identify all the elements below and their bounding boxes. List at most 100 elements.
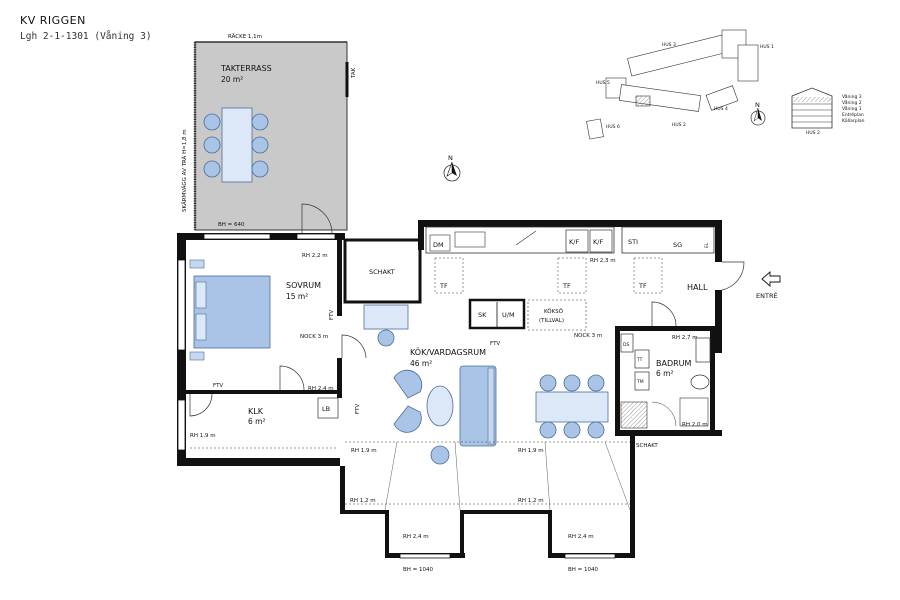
storage-box: [317, 397, 339, 419]
bedroom: SOVRUM 15 m² RH 2,2 m NOCK 3 m FTV RH 2,…: [189, 253, 367, 392]
bh-1040-left: BH = 1040: [403, 567, 434, 573]
armchair-2: [393, 405, 422, 433]
kitchen-island: SK U/M KÖKSÖ (TILLVAL) FTV NOCK 3 m: [468, 298, 602, 347]
armchair-1: [393, 369, 423, 399]
rh-1-2-left: RH 1,2 m: [350, 498, 376, 504]
tf-label-1: TF: [439, 282, 448, 290]
bedroom-nock: NOCK 3 m: [300, 334, 328, 340]
sink: [454, 231, 486, 248]
entrance-label: ENTRÉ: [756, 291, 778, 300]
terrace-area: 20 m²: [221, 75, 243, 84]
closet-side-ftv: FTV: [355, 404, 361, 414]
rh-2-4-left: RH 2,4 m: [403, 534, 429, 540]
um-label: U/M: [502, 311, 515, 319]
closet-door: [189, 393, 213, 417]
bathroom-rh: RH 2,0 m: [682, 422, 708, 428]
hus5-label: HUS 5: [596, 80, 610, 86]
dining-chairs: [539, 374, 605, 439]
bathroom: BADRUM 6 m² TT TM DS RH 2,0 m SCHAKT: [620, 333, 711, 449]
rh-2-4-right: RH 2,4 m: [568, 534, 594, 540]
dining-table: [535, 391, 609, 423]
coffee-table: [426, 385, 454, 427]
hall: STI SG EL HALL ENTRÉ RH 2,7 m: [621, 226, 781, 341]
bedroom-entry-door: [341, 334, 367, 359]
north-arrow: N: [443, 154, 461, 182]
level-2: Våning 2: [842, 99, 862, 106]
washbasin: [695, 337, 711, 363]
sofa: [459, 365, 497, 447]
site-plan: HUS 1 HUS 2 HUS 3 HUS 4 HUS 5 HUS 6: [586, 29, 774, 140]
windows: [177, 233, 616, 559]
closet: KLK 6 m² RH 1,9 m LB FTV: [189, 393, 361, 449]
bedroom-rh-top: RH 2,2 m: [302, 253, 328, 259]
level-5: Källarplan: [842, 118, 865, 124]
terrace-chairs: [203, 113, 269, 178]
bedroom-area: 15 m²: [286, 292, 308, 301]
hus4-label: HUS 4: [714, 106, 728, 112]
optional-label: (TILLVAL): [539, 318, 564, 324]
closet-rh: RH 1,9 m: [190, 433, 216, 439]
hall-name: HALL: [687, 283, 708, 292]
hus6-label: HUS 6: [606, 124, 620, 130]
el-label: EL: [704, 242, 710, 248]
tf-markers: [434, 257, 663, 294]
hus3-label: HUS 3: [662, 42, 676, 48]
bh-640-label: BH = 640: [218, 222, 245, 228]
ds-label: DS: [623, 342, 629, 348]
shaft-top-label: SCHAKT: [369, 268, 395, 276]
toilet: [690, 374, 710, 390]
laundry: [620, 333, 650, 391]
shower-area: [620, 401, 648, 429]
level-4: Entréplan: [842, 111, 864, 118]
fridge-1: [565, 229, 589, 253]
sg-label: SG: [673, 241, 682, 249]
kitchen-rh: RH 2,3 m: [590, 258, 616, 264]
tf-label-2: TF: [562, 282, 571, 290]
rh-1-2-right: RH 1,2 m: [518, 498, 544, 504]
hus2-label: HUS 2: [672, 122, 686, 128]
header: KV RIGGEN Lgh 2-1-1301 (Våning 3): [20, 14, 152, 42]
dm-label: DM: [433, 241, 444, 249]
bed: [193, 275, 271, 349]
bedroom-door: [279, 365, 305, 391]
closet-name: KLK: [248, 407, 264, 416]
shaft-bottom-label: SCHAKT: [636, 443, 658, 449]
living-room: KÖK/VARDAGSRUM 46 m² RH 1,9 m RH 1,9 m R…: [345, 347, 631, 573]
site-north-arrow: N: [750, 101, 766, 126]
entrance-arrow-icon: [761, 271, 781, 287]
kf-label-2: K/F: [593, 238, 603, 246]
desk: [363, 304, 409, 330]
closet-area: 6 m²: [248, 417, 265, 426]
kf-label-1: K/F: [569, 238, 579, 246]
apartment-id: Lgh 2-1-1301 (Våning 3): [20, 31, 152, 42]
site-north-label: N: [755, 101, 760, 109]
tf-label-3: TF: [638, 282, 647, 290]
living-area: 46 m²: [410, 359, 432, 368]
tt-label: TT: [636, 357, 643, 363]
fridge-2: [589, 229, 613, 253]
project-title: KV RIGGEN: [20, 14, 86, 27]
hall-closet: [621, 226, 715, 254]
bedroom-side-ftv: FTV: [329, 310, 335, 320]
bedroom-rh-bottom: RH 2,4 m: [308, 386, 334, 392]
kitchen: DM K/F K/F RH 2,3 m TF TF TF: [425, 226, 663, 294]
section-house-label: HUS 2: [806, 130, 820, 136]
lounge-chair: [430, 445, 450, 465]
living-ftv: FTV: [490, 341, 500, 347]
rh-1-9-left: RH 1,9 m: [351, 448, 377, 454]
sti-label: STI: [628, 238, 638, 246]
terrace-table: [221, 107, 253, 183]
bathroom-name: BADRUM: [656, 359, 692, 368]
bh-1040-right: BH = 1040: [568, 567, 599, 573]
living-name: KÖK/VARDAGSRUM: [410, 347, 486, 357]
sk-label: SK: [478, 311, 487, 319]
north-label: N: [448, 154, 453, 162]
bedroom-name: SOVRUM: [286, 281, 321, 290]
railing-label: RÄCKE 1,1m: [228, 33, 262, 40]
level-3: Våning 1: [842, 105, 862, 112]
roof-label: TAK: [351, 67, 357, 79]
level-1: Våning 3: [842, 93, 862, 100]
terrace: RÄCKE 1,1m TAK SKÄRMVÄGG AV TRÄ H=1,8 m …: [181, 33, 357, 234]
bathroom-door: [651, 301, 677, 327]
